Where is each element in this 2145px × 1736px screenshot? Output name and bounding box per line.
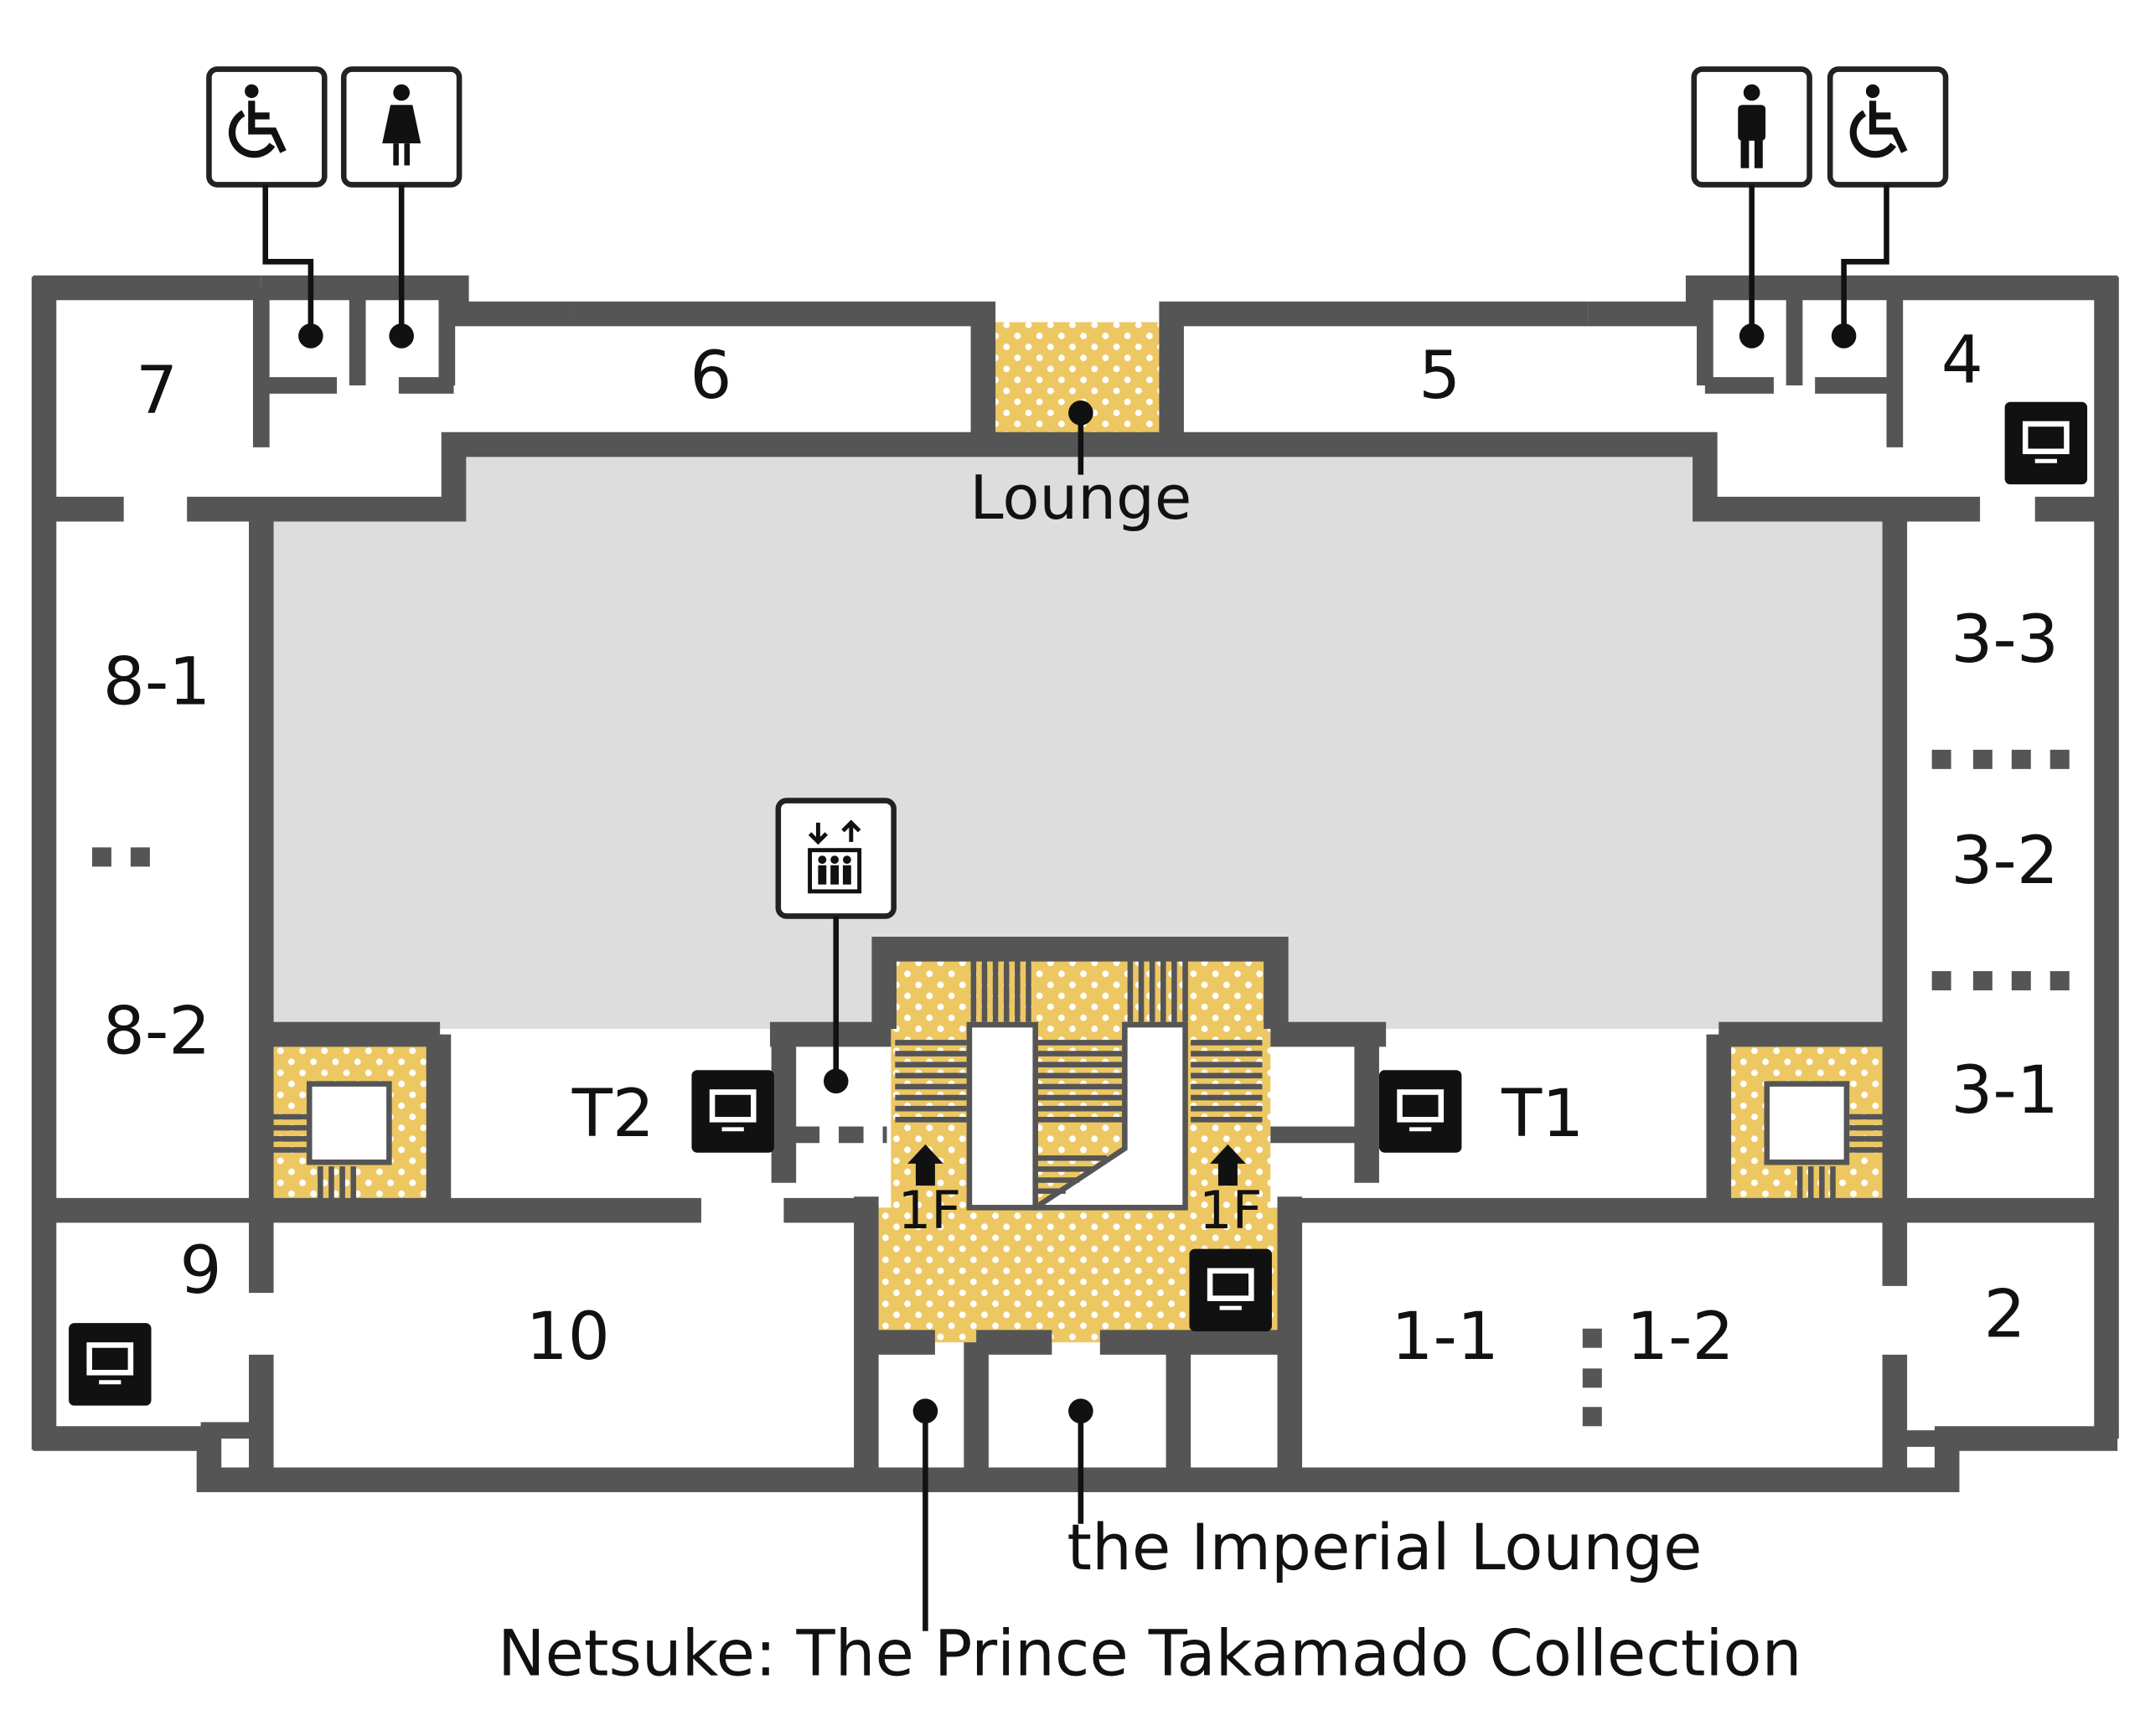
room-t1-label: T1 xyxy=(1501,1075,1584,1152)
floor-1f-left-label: 1F xyxy=(898,1180,962,1241)
room-1-1-label: 1-1 xyxy=(1391,1298,1499,1375)
room-8-2-label: 8-2 xyxy=(103,993,211,1070)
men-restroom-icon xyxy=(1691,66,1812,188)
room-4-label: 4 xyxy=(1941,322,1983,399)
room-2-label: 2 xyxy=(1984,1276,2026,1353)
floor-1f-right-label: 1F xyxy=(1199,1180,1263,1241)
wheelchair-icon-right xyxy=(1827,66,1949,188)
elevator-icon xyxy=(775,798,897,919)
women-restroom-icon xyxy=(340,66,463,188)
up-arrow-icon-right xyxy=(1210,1144,1246,1186)
room-6-label: 6 xyxy=(690,337,731,414)
up-arrow-icon-left xyxy=(907,1144,943,1186)
room-labels: 7 6 5 4 8-1 8-2 9 10 T2 T1 3-3 3-2 3-1 1… xyxy=(103,322,2059,1375)
room-9-label: 9 xyxy=(180,1232,222,1309)
monitor-icon-room4 xyxy=(2005,402,2087,484)
wheelchair-icon-left xyxy=(206,66,328,188)
walls xyxy=(31,275,2119,1493)
annotations: Lounge the Imperial Lounge Netsuke: The … xyxy=(498,463,1801,1690)
room-7-label: 7 xyxy=(136,352,178,429)
courtyard xyxy=(261,444,1895,1029)
room-8-1-label: 8-1 xyxy=(103,643,211,721)
gallery-dividers xyxy=(91,749,2070,1427)
room-3-1-label: 3-1 xyxy=(1951,1051,2059,1129)
netsuke-label: Netsuke: The Prince Takamado Collection xyxy=(498,1616,1801,1690)
room-3-3-label: 3-3 xyxy=(1951,601,2059,678)
lounge-label: Lounge xyxy=(969,463,1191,534)
room-t2-label: T2 xyxy=(571,1075,654,1152)
imperial-lounge-label: the Imperial Lounge xyxy=(1067,1511,1702,1584)
leader-lines xyxy=(262,184,1889,1631)
room-1-2-label: 1-2 xyxy=(1626,1298,1734,1375)
monitor-icon-t1 xyxy=(1379,1070,1461,1152)
monitor-icon-lounge xyxy=(1189,1249,1271,1331)
room-5-label: 5 xyxy=(1419,337,1460,414)
monitor-icon-room9 xyxy=(69,1323,151,1405)
left-staircase xyxy=(268,1081,392,1208)
central-stair-area xyxy=(891,956,1271,1211)
central-staircase xyxy=(895,957,1263,1211)
room-10-label: 10 xyxy=(526,1298,610,1375)
monitor-icon-t2 xyxy=(691,1070,773,1152)
room-3-2-label: 3-2 xyxy=(1951,822,2059,899)
